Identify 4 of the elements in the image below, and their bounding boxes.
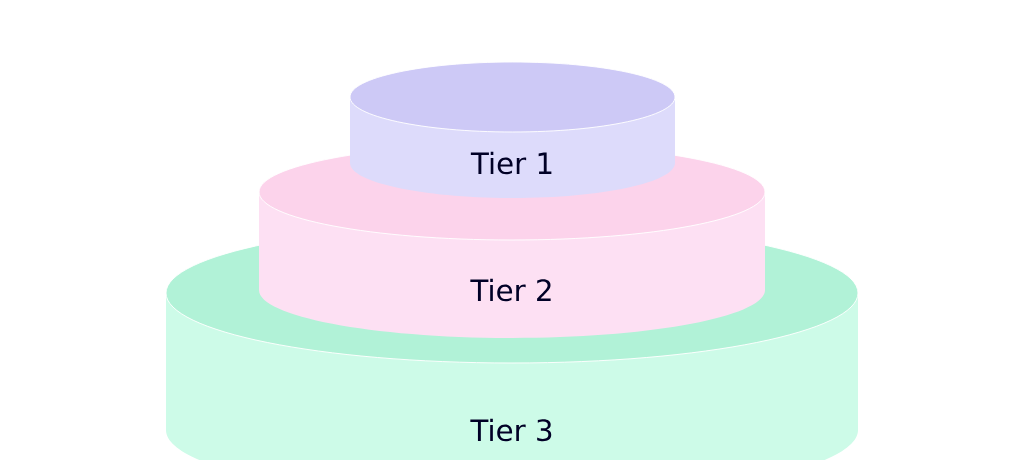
node-text: Tier 2	[470, 278, 551, 302]
node-text: Tier 3	[470, 418, 552, 442]
cylinder-tier: Tier 1	[349, 61, 676, 198]
node-text: Tier 1	[470, 151, 552, 175]
